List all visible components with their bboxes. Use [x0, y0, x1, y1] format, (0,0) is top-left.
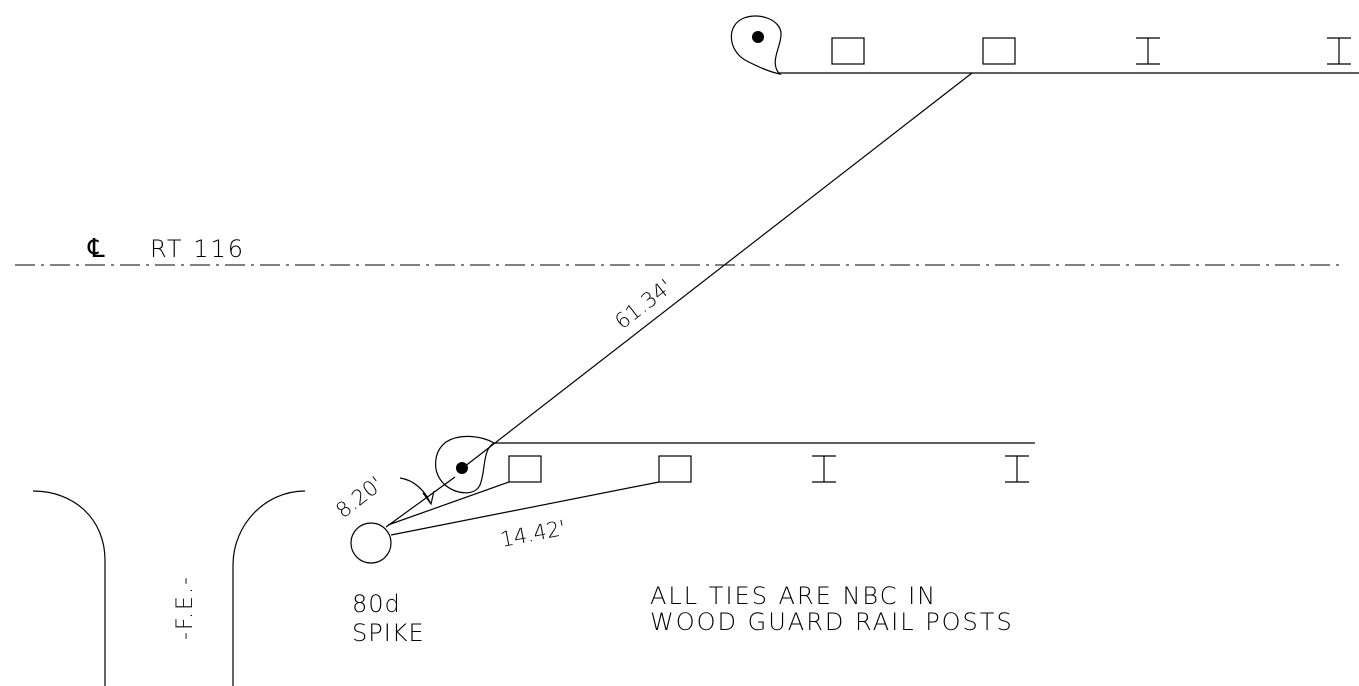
spike-symbol — [350, 522, 392, 564]
upper-tie-point-marker — [752, 31, 764, 43]
centerline-rt-116: ℄ RT 116 — [15, 234, 1345, 266]
spike-label-line-1: 80d — [352, 590, 401, 618]
upper-rail-post-square-1 — [831, 37, 865, 65]
lower-rail-post-square-1 — [508, 455, 542, 483]
tie-long-dimension: 61.34' — [610, 274, 677, 333]
upper-rail-post-i-beam-2 — [1327, 37, 1351, 65]
note-line-2: WOOD GUARD RAIL POSTS — [650, 608, 1014, 636]
lower-rail-end-terminal — [435, 435, 496, 494]
upper-guard-rail — [730, 15, 1359, 75]
tie-line-post-1 — [387, 481, 510, 526]
lower-rail-post-square-2 — [658, 455, 692, 483]
upper-rail-end-terminal — [730, 15, 782, 75]
curb-return-right — [232, 490, 306, 686]
upper-rail-post-square-2 — [982, 37, 1016, 65]
tie-offset-dimension: 14.42' — [498, 516, 567, 552]
upper-rail-post-i-beam-1 — [1136, 37, 1160, 65]
tie-line-long — [463, 72, 973, 468]
curb-return-left — [32, 490, 106, 686]
centerline-symbol: ℄ — [87, 234, 105, 264]
spike-label-line-2: SPIKE — [352, 619, 425, 647]
lower-rail-post-i-beam-2 — [1005, 455, 1029, 483]
lower-tie-point-marker — [456, 462, 468, 474]
short-dimension-arrowhead — [422, 490, 435, 506]
short-dimension-leader — [399, 477, 431, 503]
feature-label: -F.E.- — [173, 575, 198, 640]
tie-short-dimension: 8.20' — [331, 472, 387, 523]
tie-line-short — [385, 476, 456, 528]
lower-rail-post-i-beam-1 — [812, 455, 836, 483]
lower-guard-rail — [435, 435, 1035, 494]
tie-line-post-2 — [390, 481, 660, 536]
centerline-label: RT 116 — [150, 235, 245, 263]
note-line-1: ALL TIES ARE NBC IN — [650, 582, 937, 610]
